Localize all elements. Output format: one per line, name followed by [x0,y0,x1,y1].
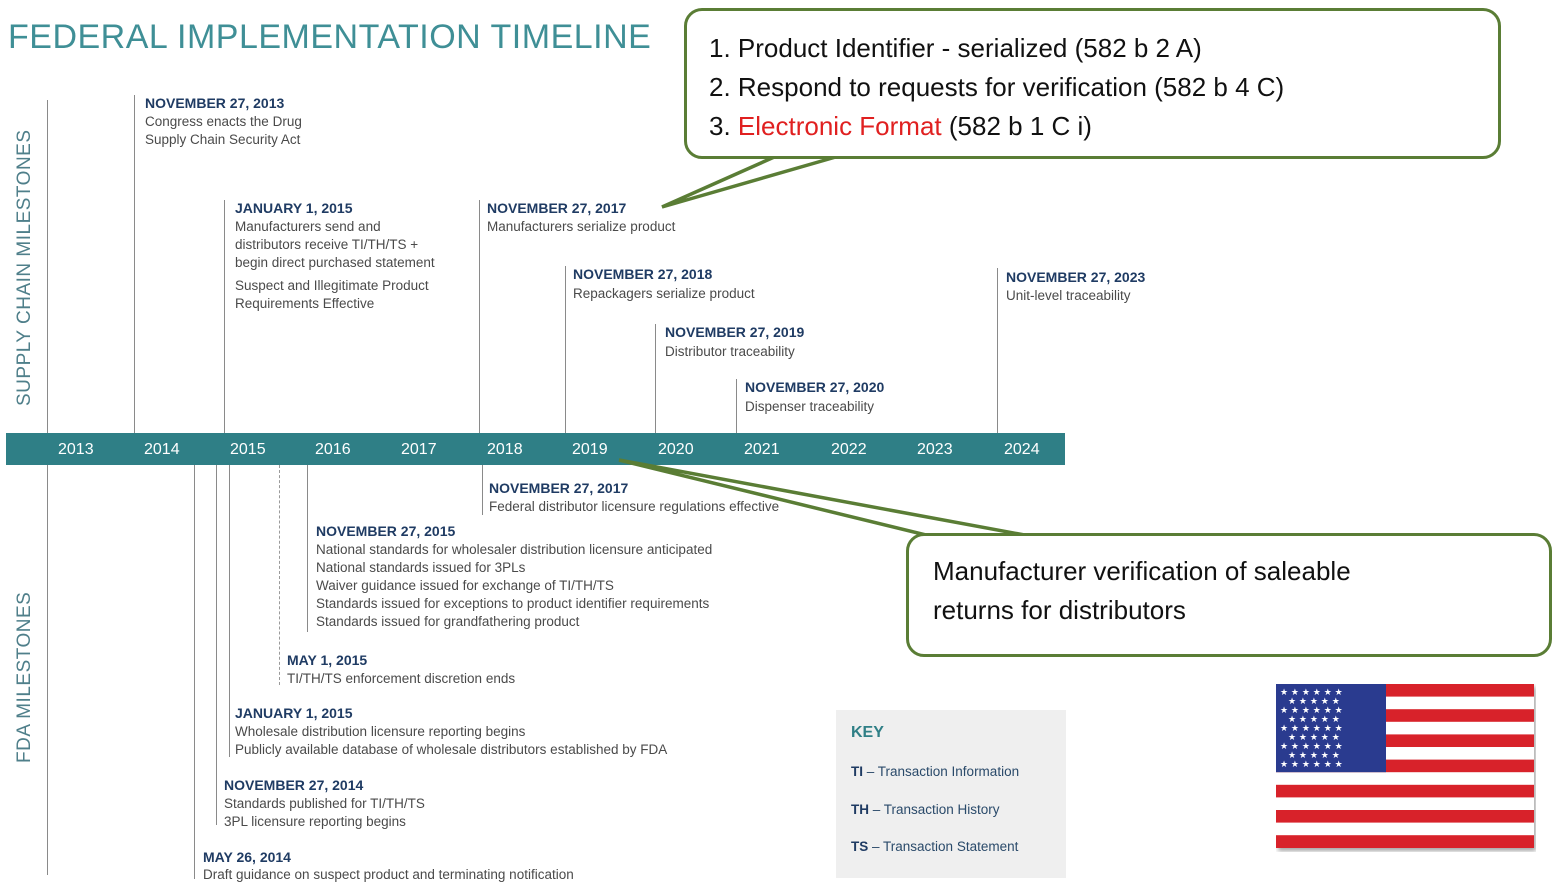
page-title: FEDERAL IMPLEMENTATION TIMELINE [8,18,652,56]
year-label: 2022 [831,441,867,458]
milestone-date: MAY 1, 2015 [287,652,368,668]
milestone-text: Dispenser traceability [745,399,875,414]
fda-section-divider [47,465,48,875]
milestone-text: Manufacturers serialize product [487,219,676,234]
year-label: 2018 [487,441,523,458]
milestone-text: Wholesale distribution licensure reporti… [235,724,668,757]
us-flag-icon: ★ ★ ★ ★ ★ ★ ★ ★ ★ ★ ★ ★ ★ ★ ★ ★ ★ ★ ★ ★ … [1276,684,1534,848]
connector-line [736,379,737,433]
key-row: TS – Transaction Statement [851,839,1019,854]
callout-requirements: 1. Product Identifier - serialized (582 … [684,8,1501,159]
connector-line [216,465,217,825]
callout-verification: Manufacturer verification of saleable re… [906,533,1552,657]
connector-line [134,95,135,433]
milestone-text: Draft guidance on suspect product and te… [203,867,574,882]
svg-text:★ ★ ★ ★ ★ ★: ★ ★ ★ ★ ★ ★ [1280,724,1343,734]
year-label: 2017 [401,441,437,458]
milestone-date: NOVEMBER 27, 2019 [665,324,805,340]
milestone-text: National standards for wholesaler distri… [316,542,713,629]
svg-text:★ ★ ★ ★ ★: ★ ★ ★ ★ ★ [1288,733,1340,743]
svg-text:★ ★ ★ ★ ★ ★: ★ ★ ★ ★ ★ ★ [1280,706,1343,716]
connector-line [479,200,480,433]
svg-text:★ ★ ★ ★ ★: ★ ★ ★ ★ ★ [1288,715,1340,725]
key-legend: KEY TI – Transaction Information TH – Tr… [836,710,1066,878]
connector-line [482,465,483,515]
callout-line: 2. Respond to requests for verification … [709,72,1285,102]
key-title: KEY [851,724,884,741]
connector-line [655,324,656,433]
year-label: 2019 [572,441,608,458]
highlight-text: Electronic Format [737,111,942,141]
connector-line [565,266,566,433]
key-row: TH – Transaction History [851,802,1000,817]
milestone-date: NOVEMBER 27, 2018 [573,266,713,282]
connector-line [997,268,998,433]
milestone-date: NOVEMBER 27, 2014 [224,777,364,793]
svg-text:★ ★ ★ ★ ★ ★: ★ ★ ★ ★ ★ ★ [1280,760,1343,770]
svg-text:★ ★ ★ ★ ★ ★: ★ ★ ★ ★ ★ ★ [1280,742,1343,752]
year-label: 2016 [315,441,351,458]
milestone-text: Federal distributor licensure regulation… [489,499,780,514]
key-row: TI – Transaction Information [851,764,1020,779]
svg-text:★ ★ ★ ★ ★ ★: ★ ★ ★ ★ ★ ★ [1280,688,1343,698]
year-label: 2020 [658,441,694,458]
milestone-date: NOVEMBER 27, 2017 [489,480,629,496]
callout-line: 1. Product Identifier - serialized (582 … [709,33,1202,63]
milestone-text: TI/TH/TS enforcement discretion ends [287,671,516,686]
milestone-date: NOVEMBER 27, 2015 [316,523,456,539]
connector-line [224,200,225,433]
milestone-date: NOVEMBER 27, 2023 [1006,269,1146,285]
year-label: 2021 [744,441,780,458]
supply-section-divider [47,100,48,433]
connector-line [307,465,308,632]
connector-line [279,465,280,685]
year-label: 2015 [230,441,266,458]
milestone-text: Repackagers serialize product [573,286,755,301]
milestone-text: Unit-level traceability [1006,288,1131,303]
svg-text:★ ★ ★ ★ ★: ★ ★ ★ ★ ★ [1288,697,1340,707]
callout-line: returns for distributors [933,595,1186,625]
year-label: 2024 [1004,441,1040,458]
callout-line: 3. Electronic Format (582 b 1 C i) [709,111,1092,141]
connector-line [229,465,230,757]
milestone-date: JANUARY 1, 2015 [235,200,353,216]
milestone-date: NOVEMBER 27, 2013 [145,95,285,111]
milestone-date: NOVEMBER 27, 2017 [487,200,627,216]
timeline-axis [6,433,1065,465]
year-label: 2014 [144,441,180,458]
connector-line [194,465,195,879]
year-label: 2023 [917,441,953,458]
milestone-date: JANUARY 1, 2015 [235,705,353,721]
milestone-date: MAY 26, 2014 [203,849,291,865]
callout-line: Manufacturer verification of saleable [933,556,1351,586]
milestone-date: NOVEMBER 27, 2020 [745,379,885,395]
milestone-text: Distributor traceability [665,344,795,359]
year-label: 2013 [58,441,94,458]
svg-text:★ ★ ★ ★ ★: ★ ★ ★ ★ ★ [1288,751,1340,761]
bottom-callout-pointer [618,458,1031,538]
